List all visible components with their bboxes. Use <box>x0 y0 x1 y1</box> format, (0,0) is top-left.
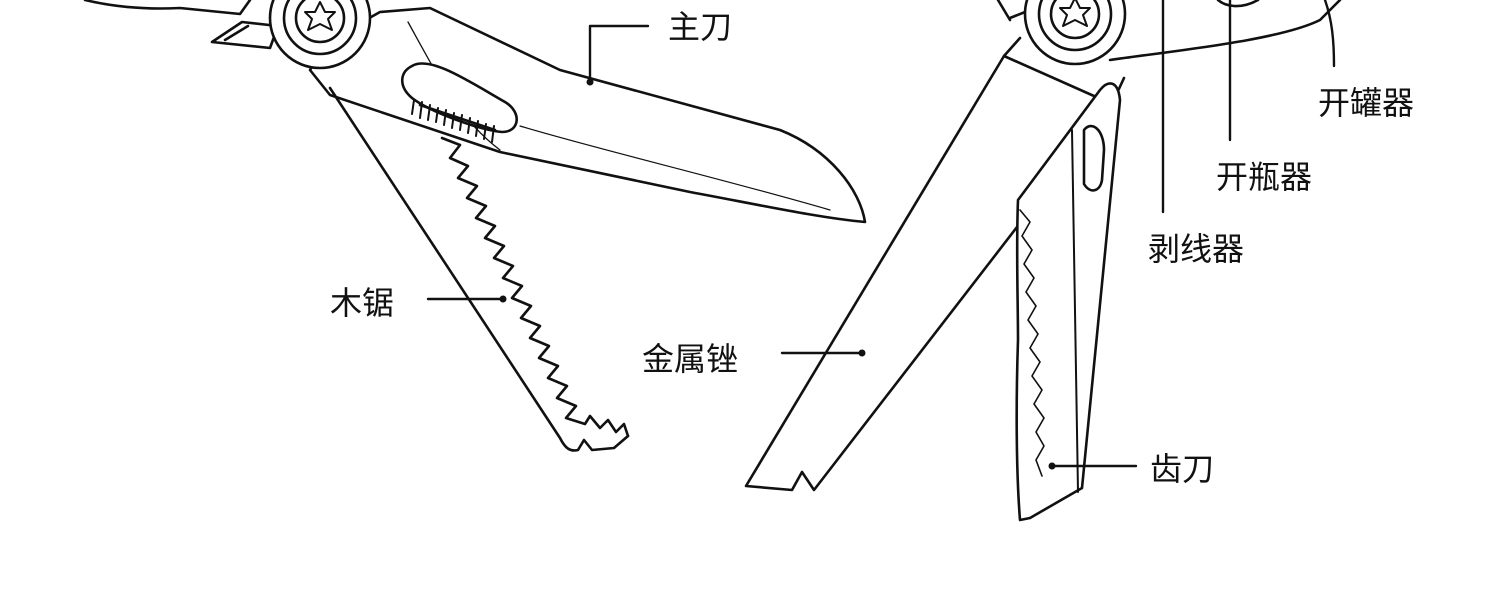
label-can-opener: 开罐器 <box>1318 84 1414 122</box>
main-blade <box>308 6 867 224</box>
leader-can-opener <box>1323 0 1336 68</box>
label-main-blade: 主刀 <box>668 8 732 46</box>
label-wood-saw: 木锯 <box>330 284 394 322</box>
label-wire-stripper: 剥线器 <box>1148 230 1244 268</box>
serrated-blade <box>1015 82 1122 522</box>
left-tool-handle <box>83 0 280 50</box>
leader-main-blade <box>588 24 650 84</box>
left-pivot-screw <box>268 0 372 70</box>
leader-lines <box>426 0 1336 468</box>
label-bottle-opener: 开瓶器 <box>1216 158 1312 196</box>
label-metal-file: 金属锉 <box>642 340 738 378</box>
wood-saw <box>328 86 630 452</box>
right-pivot-screw <box>1023 0 1127 66</box>
label-serrated-blade: 齿刀 <box>1150 450 1214 488</box>
leader-dots <box>499 78 1056 470</box>
